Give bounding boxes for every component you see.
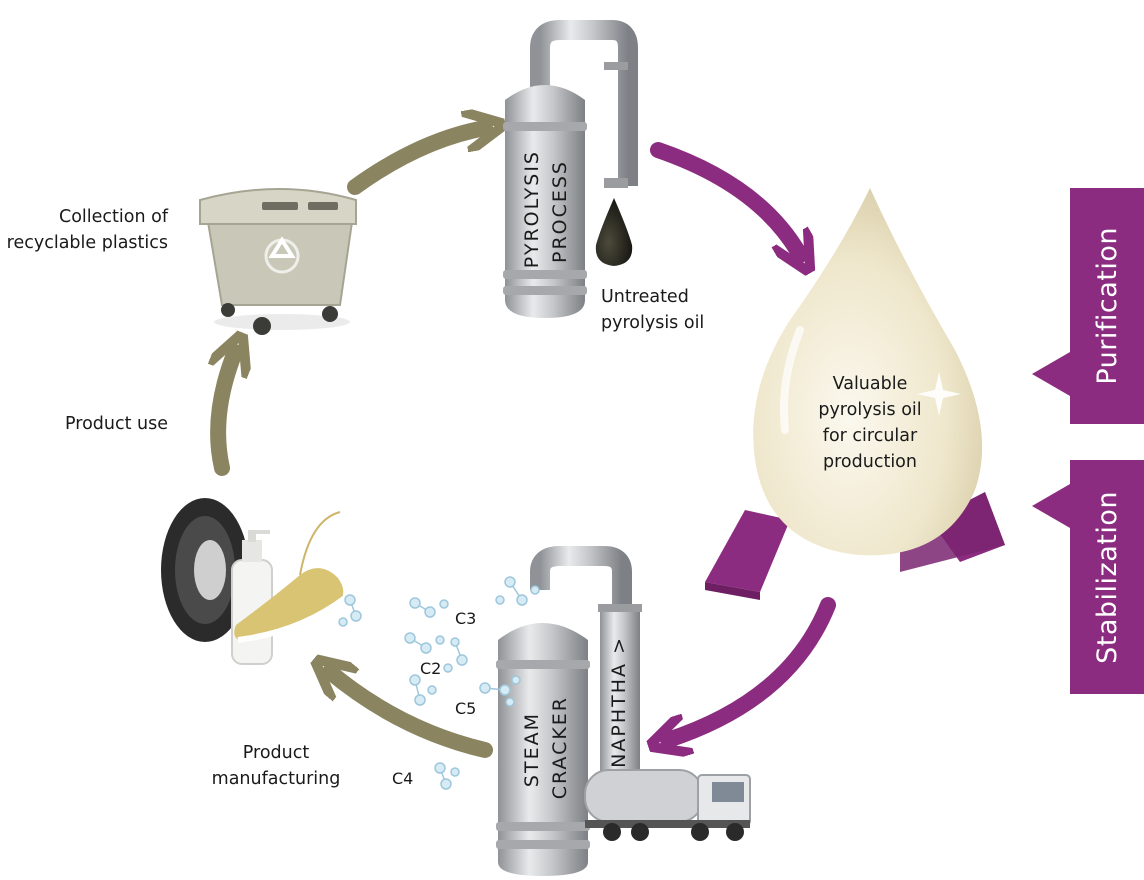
cycle-arrows <box>218 128 836 758</box>
arrow-to-drop <box>650 142 800 255</box>
naphtha-label: NAPHTHA > <box>608 636 630 768</box>
molecule-icon <box>404 632 445 654</box>
molecule-cluster <box>338 576 540 790</box>
stabilization-tab-notch <box>1032 484 1070 528</box>
stabilization-tab-label: Stabilization <box>1091 490 1123 664</box>
molecule-label-c4: C4 <box>392 769 414 788</box>
molecule-label-c5: C5 <box>455 699 477 718</box>
molecule-icon <box>495 576 540 606</box>
molecule-icon <box>443 637 468 673</box>
purification-tab: Purification <box>1070 188 1144 424</box>
molecule-icon <box>409 674 437 706</box>
molecule-icon <box>479 675 521 707</box>
valuable-oil-label: Valuable pyrolysis oil for circular prod… <box>818 374 922 472</box>
molecule-icon <box>409 597 449 618</box>
arrow-to-products <box>330 672 493 758</box>
steam-label-line1: STEAM <box>521 712 543 788</box>
pyrolysis-label-line2: PROCESS <box>549 160 571 264</box>
molecule-label-c3: C3 <box>455 609 477 628</box>
molecule-icon <box>338 594 362 627</box>
sneaker-icon <box>234 511 347 643</box>
steam-cracker-tower-icon <box>496 546 642 876</box>
molecule-icon <box>434 762 460 790</box>
recycle-bin-icon <box>199 188 357 335</box>
tire-icon <box>161 498 249 642</box>
untreated-oil-label: Untreated pyrolysis oil <box>601 287 705 333</box>
product-use-label: Product use <box>65 414 168 434</box>
purification-tab-label: Purification <box>1091 227 1123 385</box>
product-manufacturing-label: Product manufacturing <box>211 743 341 789</box>
steam-label-line2: CRACKER <box>549 696 571 800</box>
pyrolysis-label-line1: PYROLYSIS <box>521 150 543 269</box>
purification-tab-notch <box>1032 352 1070 396</box>
valuable-oil-drop-icon <box>705 188 1005 600</box>
molecule-label-c2: C2 <box>420 659 442 678</box>
arrow-to-bin <box>218 352 235 476</box>
arrow-to-steam-cracker <box>668 597 836 740</box>
stabilization-tab: Stabilization <box>1070 460 1144 694</box>
oil-drop-icon <box>595 198 633 266</box>
collection-label: Collection of recyclable plastics <box>6 207 168 253</box>
tanker-truck-icon <box>584 769 751 841</box>
pyrolysis-tower-icon <box>503 20 638 318</box>
arrow-to-pyrolysis <box>347 128 485 195</box>
sparkle-icon <box>917 372 961 416</box>
